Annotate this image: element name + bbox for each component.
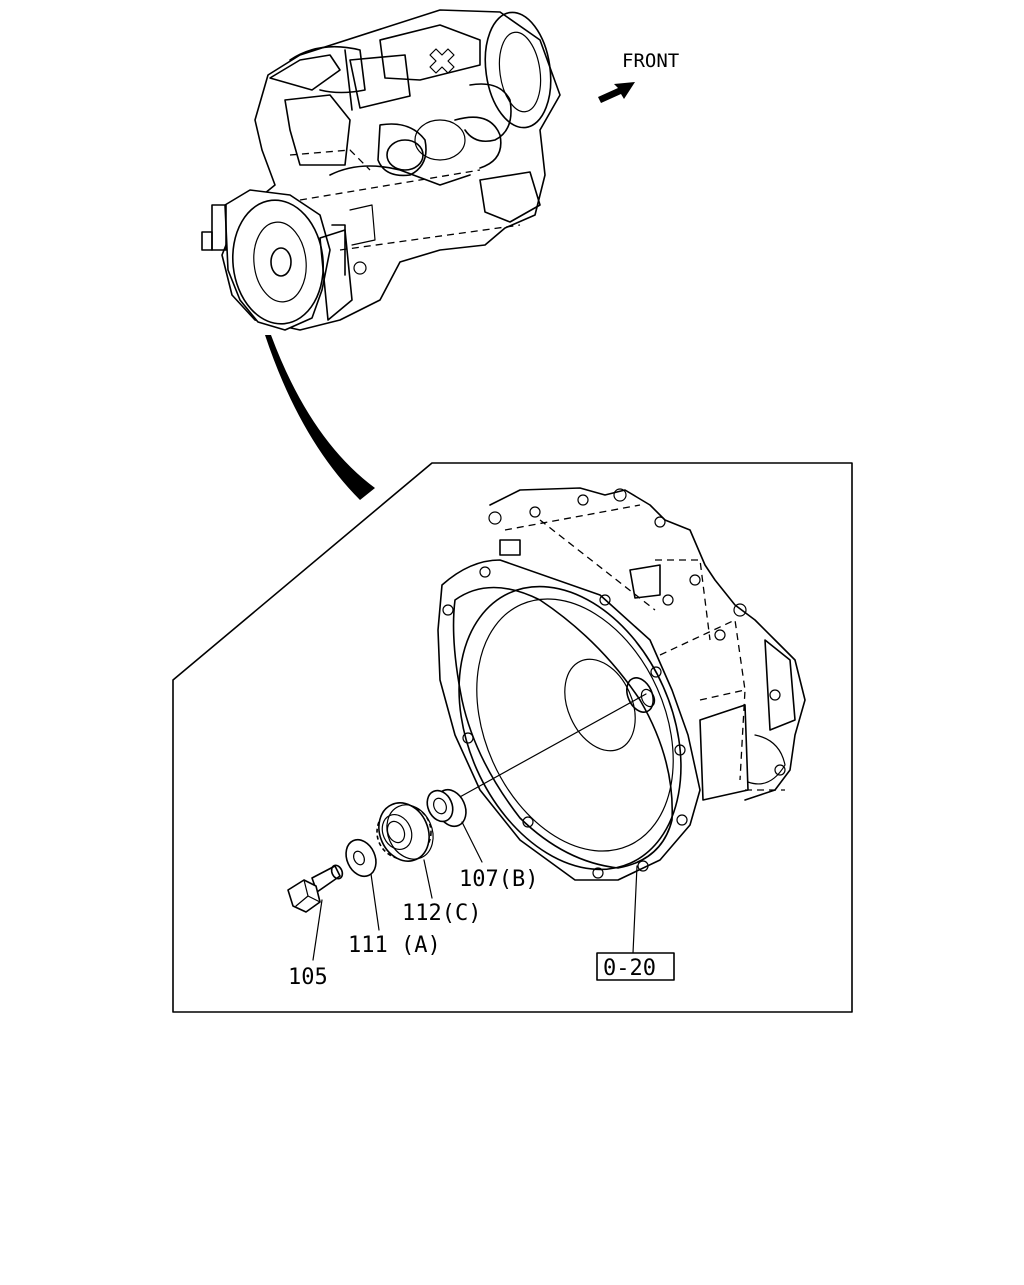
callout-105: 105 — [288, 965, 328, 990]
callout-111: 111 (A) — [348, 933, 441, 958]
callout-112: 112(C) — [402, 901, 481, 926]
front-direction-indicator: FRONT — [598, 50, 679, 103]
flywheel-housing — [437, 487, 806, 881]
idler-gear-part — [376, 802, 434, 862]
front-arrow-icon — [598, 82, 635, 103]
housing-reference-box: 0-20 — [596, 952, 675, 981]
front-label: FRONT — [622, 50, 679, 72]
washer-part — [345, 838, 377, 878]
bushing-part — [426, 788, 467, 828]
bolt-part — [287, 864, 344, 913]
callout-leaders — [312, 821, 638, 961]
detail-frame — [172, 462, 853, 1013]
callout-107: 107(B) — [459, 867, 538, 892]
assembly-axis-line — [457, 693, 647, 799]
callout-0-20: 0-20 — [603, 956, 656, 981]
engine-overview — [201, 9, 561, 331]
detail-leader-swoosh — [265, 335, 375, 500]
